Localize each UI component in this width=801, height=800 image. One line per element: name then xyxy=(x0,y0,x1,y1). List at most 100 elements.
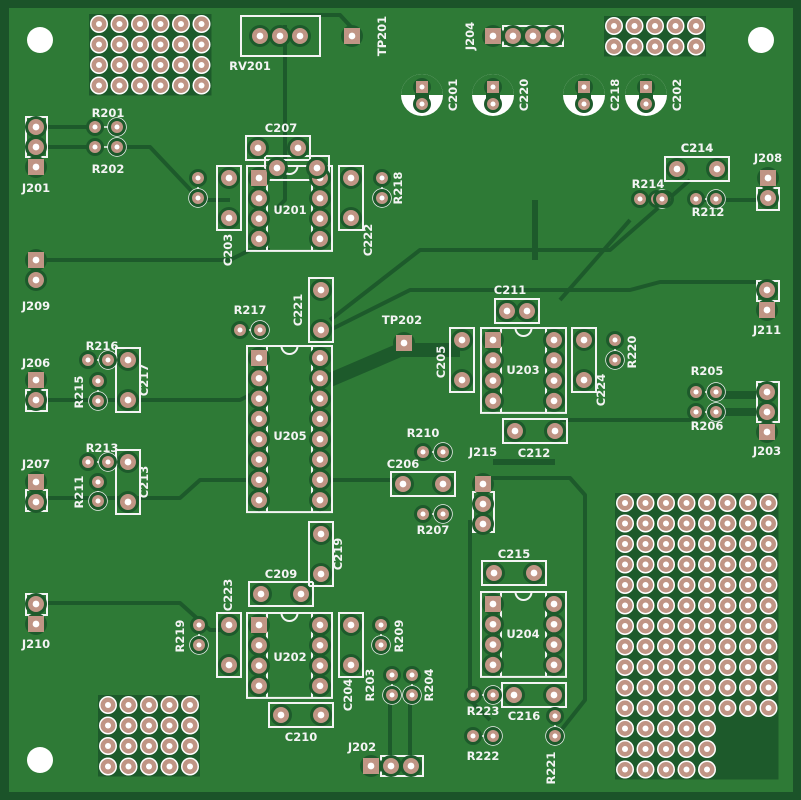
drill-hole xyxy=(316,641,324,649)
proto-hole xyxy=(105,743,111,749)
drill-hole xyxy=(389,692,395,698)
proto-hole xyxy=(125,722,132,729)
proto-hole xyxy=(704,746,710,752)
proto-hole xyxy=(178,82,184,89)
proto-hole xyxy=(745,561,751,568)
drill-hole xyxy=(643,101,649,107)
proto-hole xyxy=(642,664,649,670)
drill-hole xyxy=(255,621,263,629)
drill-hole xyxy=(551,427,559,435)
proto-hole xyxy=(642,766,649,773)
proto-hole xyxy=(642,561,649,568)
proto-hole xyxy=(178,21,184,27)
drill-hole xyxy=(409,692,415,698)
drill-hole xyxy=(294,144,302,152)
proto-hole xyxy=(105,722,111,729)
drill-hole xyxy=(550,336,558,344)
proto-hole xyxy=(622,623,628,629)
drill-hole xyxy=(225,214,233,222)
proto-hole xyxy=(765,705,772,711)
ic-outline xyxy=(246,165,333,252)
ref-label-r207: R207 xyxy=(417,523,450,537)
proto-hole xyxy=(724,561,731,568)
drill-hole xyxy=(316,476,324,484)
pad-layer xyxy=(25,14,779,780)
drill-hole xyxy=(550,661,558,669)
proto-hole xyxy=(693,43,699,50)
drill-hole xyxy=(399,480,407,488)
drill-hole xyxy=(387,762,395,770)
drill-hole xyxy=(612,357,618,363)
proto-hole xyxy=(166,702,173,708)
proto-hole xyxy=(198,62,205,68)
ref-label-c207: C207 xyxy=(265,121,297,135)
proto-hole xyxy=(704,643,710,650)
trace-layer xyxy=(35,13,760,770)
drill-hole xyxy=(458,376,466,384)
ref-label-c218: C218 xyxy=(608,79,622,111)
capacitor-outline xyxy=(502,418,568,444)
proto-hole xyxy=(683,746,690,752)
proto-hole xyxy=(611,43,617,50)
proto-hole xyxy=(745,684,751,691)
proto-hole xyxy=(146,763,152,770)
capacitor-outline xyxy=(115,347,141,413)
proto-hole xyxy=(663,664,669,670)
proto-hole xyxy=(663,561,669,568)
proto-hole xyxy=(683,664,690,670)
proto-hole xyxy=(704,705,710,711)
proto-hole xyxy=(704,582,710,588)
drill-hole xyxy=(693,196,699,202)
proto-hole xyxy=(652,43,658,50)
ref-label-j207: J207 xyxy=(21,457,50,471)
proto-hole xyxy=(745,664,751,670)
drill-hole xyxy=(509,32,517,40)
ref-label-c201: C201 xyxy=(446,79,460,111)
drill-hole xyxy=(296,32,304,40)
ref-label-c202: C202 xyxy=(670,79,684,111)
drill-hole xyxy=(105,459,111,465)
ref-label-u201: U201 xyxy=(273,203,306,217)
proto-hole xyxy=(146,702,152,708)
drill-hole xyxy=(316,215,324,222)
proto-hole xyxy=(704,541,710,547)
proto-hole xyxy=(105,702,111,708)
drill-hole xyxy=(313,164,321,172)
drill-hole xyxy=(489,661,497,669)
drill-hole xyxy=(419,101,425,107)
proto-hole xyxy=(724,705,731,711)
ref-label-r212: R212 xyxy=(692,205,725,219)
drill-hole xyxy=(659,196,665,202)
proto-hole xyxy=(745,541,751,547)
drill-hole xyxy=(550,641,558,648)
ref-label-r211: R211 xyxy=(72,476,86,509)
proto-hole xyxy=(157,41,164,48)
drill-hole xyxy=(32,163,40,171)
drill-hole xyxy=(713,409,719,415)
proto-hole xyxy=(622,500,628,506)
drill-hole xyxy=(105,357,111,363)
ref-label-j208: J208 xyxy=(753,151,782,165)
drill-hole xyxy=(552,733,558,739)
drill-hole xyxy=(237,327,243,333)
drill-hole xyxy=(523,307,531,315)
ref-label-c222: C222 xyxy=(361,224,375,256)
drill-hole xyxy=(643,84,649,90)
proto-hole xyxy=(622,602,628,609)
drill-hole xyxy=(32,376,40,384)
proto-hole xyxy=(622,766,628,773)
drill-hole xyxy=(489,620,497,628)
proto-hole xyxy=(157,21,164,27)
drill-hole xyxy=(124,396,132,404)
drill-hole xyxy=(255,415,263,423)
proto-hole xyxy=(642,643,649,650)
drill-hole xyxy=(673,165,681,173)
proto-hole xyxy=(724,602,731,609)
drill-hole xyxy=(316,194,324,202)
drill-hole xyxy=(255,395,263,402)
ref-label-tp202: TP202 xyxy=(382,313,422,327)
ref-label-c214: C214 xyxy=(681,141,713,155)
drill-hole xyxy=(490,84,496,90)
proto-hole xyxy=(683,582,690,588)
drill-hole xyxy=(367,762,375,770)
